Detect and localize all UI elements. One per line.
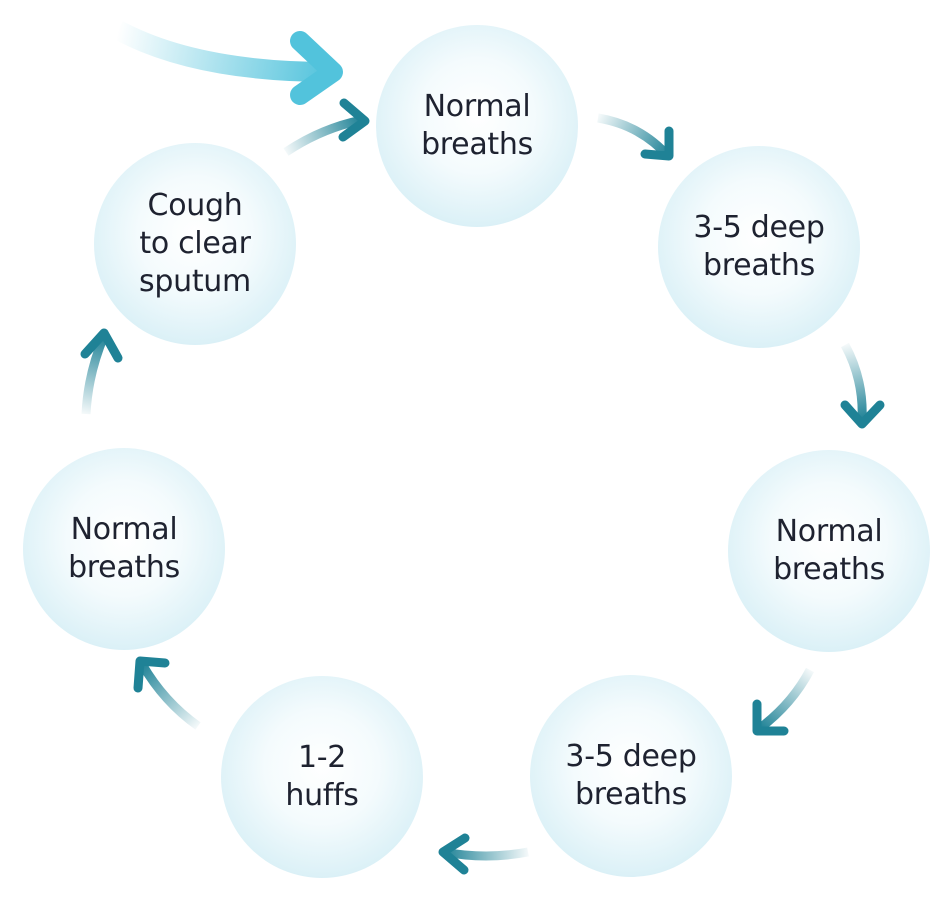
arrow-step7-to-step1	[283, 98, 370, 156]
step-circle-normal-breaths-3: Normal breaths	[23, 448, 225, 650]
step-label: 1-2 huffs	[285, 740, 359, 813]
step-label: Normal breaths	[773, 514, 885, 587]
step-label: Cough to clear sputum	[139, 188, 251, 299]
entry-arrow	[113, 21, 343, 105]
arrow-step4-to-step5	[438, 833, 529, 875]
arrow-step1-to-step2	[597, 113, 674, 161]
arrow-step2-to-step3	[840, 342, 885, 429]
step-circle-normal-breaths-1: Normal breaths	[376, 25, 578, 227]
step-circle-deep-breaths-2: 3-5 deep breaths	[530, 675, 732, 877]
step-label: Normal breaths	[68, 512, 180, 585]
step-circle-cough: Cough to clear sputum	[94, 143, 296, 345]
step-label: 3-5 deep breaths	[565, 739, 697, 812]
step-label: 3-5 deep breaths	[693, 210, 825, 283]
arrow-step6-to-step7	[80, 328, 123, 415]
step-circle-normal-breaths-2: Normal breaths	[728, 450, 930, 652]
step-circle-deep-breaths-1: 3-5 deep breaths	[658, 146, 860, 348]
step-label: Normal breaths	[421, 89, 533, 162]
arrow-step3-to-step4	[752, 667, 814, 736]
step-circle-huffs: 1-2 huffs	[221, 676, 423, 878]
arrow-step5-to-step6	[133, 656, 201, 730]
